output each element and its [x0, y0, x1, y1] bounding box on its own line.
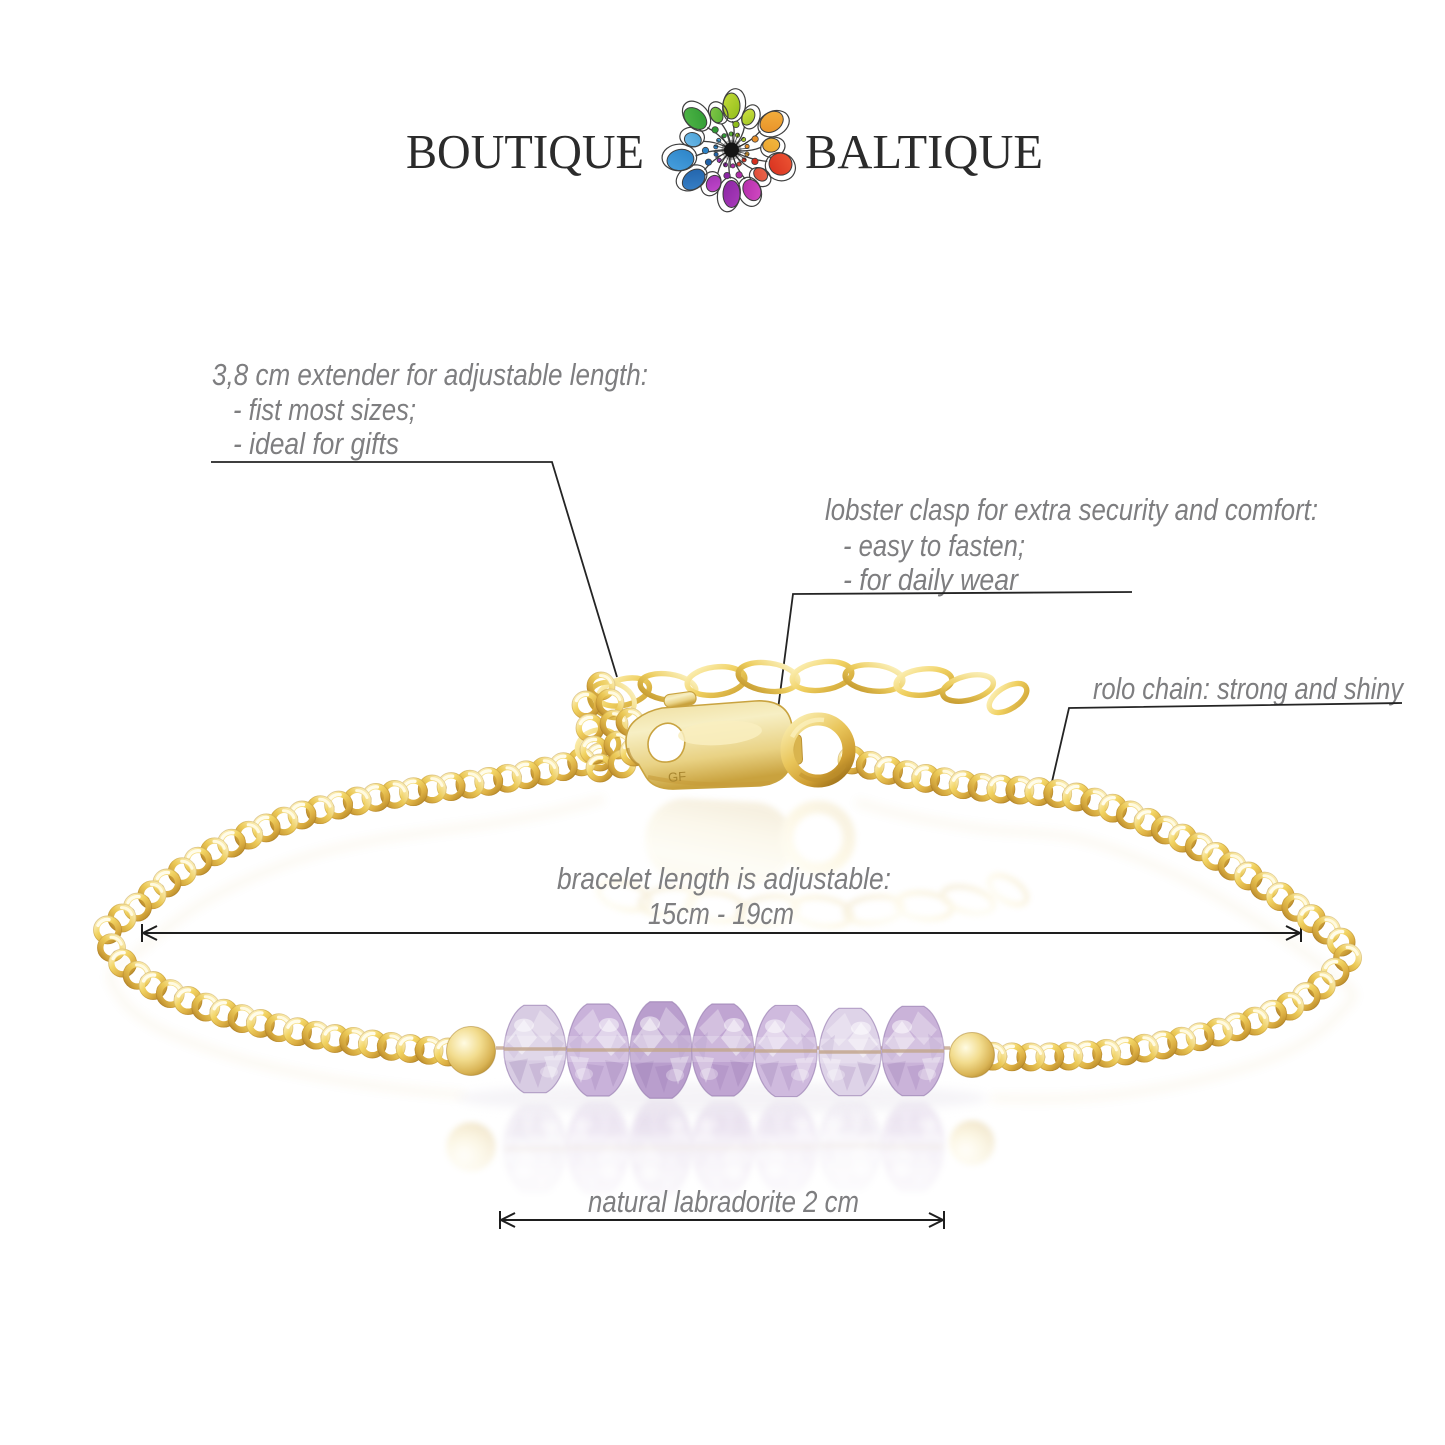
- svg-text:BOUTIQUE: BOUTIQUE: [406, 124, 644, 179]
- svg-text:lobster clasp for extra securi: lobster clasp for extra security and com…: [825, 492, 1318, 527]
- svg-text:- ideal for gifts: - ideal for gifts: [233, 426, 399, 461]
- svg-text:3,8 cm extender for adjustable: 3,8 cm extender for adjustable length:: [212, 357, 648, 392]
- svg-text:15cm - 19cm: 15cm - 19cm: [648, 896, 794, 931]
- svg-text:bracelet length is adjustable:: bracelet length is adjustable:: [557, 861, 891, 896]
- svg-text:natural labradorite 2 cm: natural labradorite 2 cm: [588, 1184, 859, 1219]
- svg-text:rolo chain: strong and shiny: rolo chain: strong and shiny: [1093, 671, 1405, 706]
- svg-text:- for daily wear: - for daily wear: [843, 562, 1019, 597]
- svg-text:BALTIQUE: BALTIQUE: [805, 124, 1043, 179]
- svg-text:- fist most sizes;: - fist most sizes;: [233, 392, 416, 427]
- svg-text:- easy to fasten;: - easy to fasten;: [843, 528, 1025, 563]
- svg-text:GF: GF: [668, 769, 687, 785]
